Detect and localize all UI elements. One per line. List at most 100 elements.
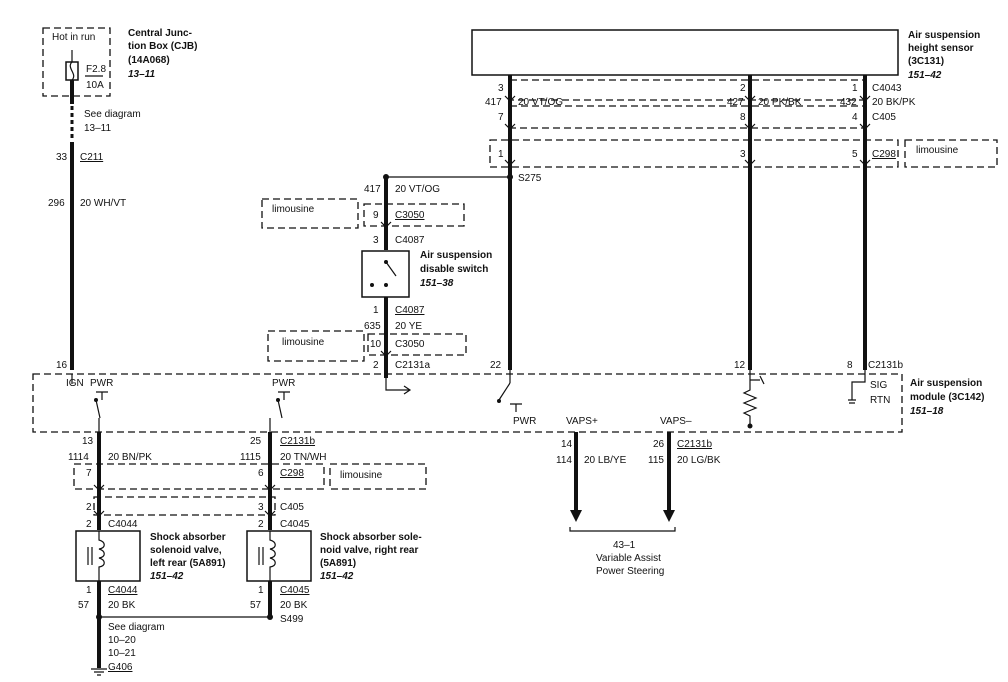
c2131b-connector-top: C2131b <box>868 360 903 371</box>
c4087-connector-bottom: C4087 <box>395 305 425 316</box>
hot-in-run-label: Hot in run <box>52 32 95 43</box>
module-name-line1: Air suspension <box>910 378 982 389</box>
c298-pin-1: 1 <box>498 149 504 160</box>
c405-pin-2: 2 <box>86 502 92 513</box>
circuit-417-color: 20 VT/OG <box>518 97 563 108</box>
c4044-pin-2-top: 2 <box>86 519 92 530</box>
disable-switch-name-line1: Air suspension <box>420 250 492 261</box>
right-valve-name-line3: (5A891) <box>320 558 356 569</box>
c4087-pin-1: 1 <box>373 305 379 316</box>
c211-connector: C211 <box>80 152 104 163</box>
circuit-57-left-color: 20 BK <box>108 600 136 611</box>
vaps-bracket <box>569 527 676 532</box>
c405-pin-3: 3 <box>258 502 264 513</box>
vaps-minus-arrow-icon <box>663 510 675 522</box>
vaps-destination-line2: Power Steering <box>596 566 664 577</box>
c405-pin-8: 8 <box>740 112 746 123</box>
circuit-432-color: 20 BK/PK <box>872 97 916 108</box>
c211-pin: 33 <box>56 152 68 163</box>
module-pin-12: 12 <box>734 360 746 371</box>
sig-label: SIG <box>870 380 887 391</box>
c3050-pin-10: 10 <box>370 339 382 350</box>
c4045-connector-top: C4045 <box>280 519 310 530</box>
vaps-destination-ref: 43–1 <box>613 540 636 551</box>
vaps-minus-label: VAPS– <box>660 416 692 427</box>
c2131b-connector-left: C2131b <box>280 436 315 447</box>
c4045-pin-2-top: 2 <box>258 519 264 530</box>
see-diagram-ground-label: See diagram <box>108 622 165 633</box>
height-sensor-name-line2: height sensor <box>908 43 974 54</box>
c298-connector-top: C298 <box>872 149 896 160</box>
left-valve-name-line2: solenoid valve, <box>150 545 222 556</box>
see-diagram-ground-ref2: 10–21 <box>108 648 136 659</box>
circuit-417-number: 417 <box>485 97 502 108</box>
branch-circuit-417: 417 <box>364 184 381 195</box>
c298-pin-7: 7 <box>86 468 92 479</box>
module-pin-16: 16 <box>56 360 68 371</box>
vaps-plus-label: VAPS+ <box>566 416 598 427</box>
c405-connector-bottom: C405 <box>280 502 304 513</box>
limousine-box-c3050-top <box>261 198 359 229</box>
height-sensor-page-ref: 151–42 <box>908 70 942 81</box>
left-valve-page-ref: 151–42 <box>150 571 184 582</box>
c2131a-pin-2: 2 <box>373 360 379 371</box>
switch-contact-icon <box>385 261 397 277</box>
module-pin-22: 22 <box>490 360 502 371</box>
circuit-635-number: 635 <box>364 321 381 332</box>
pwr-switch-icon <box>498 382 511 401</box>
disable-switch-name-line2: disable switch <box>420 264 488 275</box>
left-valve-name-line3: left rear (5A891) <box>150 558 226 569</box>
c4087-pin-3: 3 <box>373 235 379 246</box>
c298-connector-bottom: C298 <box>280 468 304 479</box>
c4044-connector-top: C4044 <box>108 519 138 530</box>
circuit-1115-number: 1115 <box>240 452 261 463</box>
limousine-label-c3050-bottom: limousine <box>282 337 325 348</box>
solenoid-coil-icon-right <box>258 531 276 581</box>
pwr-ground-left-icon <box>96 391 108 400</box>
circuit-296-color: 20 WH/VT <box>80 198 126 209</box>
circuit-57-right-number: 57 <box>250 600 262 611</box>
air-suspension-module[interactable] <box>32 373 903 433</box>
left-rear-shock-valve[interactable] <box>75 530 141 582</box>
circuit-635-color: 20 YE <box>395 321 422 332</box>
rtn-label: RTN <box>870 395 890 406</box>
c4045-connector-bottom: C4045 <box>280 585 310 596</box>
pwr-label-left: PWR <box>90 378 113 389</box>
disable-switch-page-ref: 151–38 <box>420 278 454 289</box>
vaps-destination-line1: Variable Assist <box>596 553 661 564</box>
circuit-427-number: 427 <box>727 97 744 108</box>
cjb-page-ref: 13–11 <box>128 69 156 80</box>
module-pin-8: 8 <box>847 360 853 371</box>
solenoid-coil-icon-left <box>87 531 105 581</box>
limousine-label-c3050-top: limousine <box>272 204 315 215</box>
right-valve-name-line1: Shock absorber sole- <box>320 532 422 543</box>
central-junction-box[interactable]: Hot in run F2.8 10A <box>42 27 111 97</box>
vaps-plus-arrow-icon <box>570 510 582 522</box>
c405-connector: C405 <box>872 112 896 123</box>
circuit-427-color: 20 PK/BK <box>758 97 802 108</box>
right-valve-name-line2: noid valve, right rear <box>320 545 418 556</box>
circuit-115-color: 20 LG/BK <box>677 455 721 466</box>
height-sensor-box[interactable] <box>471 29 899 76</box>
c298-pin-5: 5 <box>852 149 858 160</box>
limousine-box-c298-bottom <box>329 463 427 490</box>
right-rear-shock-valve[interactable] <box>246 530 312 582</box>
fuse-element-icon <box>69 61 75 81</box>
cjb-part-number: (14A068) <box>128 55 170 66</box>
module-page-ref: 151–18 <box>910 406 944 417</box>
c2131b-pin-25: 25 <box>250 436 262 447</box>
right-valve-page-ref: 151–42 <box>320 571 354 582</box>
c405-pin-7: 7 <box>498 112 504 123</box>
c4044-connector-bottom: C4044 <box>108 585 138 596</box>
cjb-name-line1: Central Junc- <box>128 28 192 39</box>
circuit-1114-color: 20 BN/PK <box>108 452 152 463</box>
cjb-name-line2: tion Box (CJB) <box>128 41 197 52</box>
circuit-114-number: 114 <box>556 455 572 466</box>
s275-splice: S275 <box>518 173 542 184</box>
circuit-115-number: 115 <box>648 455 664 466</box>
c2131a-connector: C2131a <box>395 360 430 371</box>
limousine-box-c3050-bottom <box>267 330 365 362</box>
air-suspension-disable-switch[interactable] <box>361 250 410 298</box>
c2131b-pin-26: 26 <box>653 439 665 450</box>
c4043-pin-1: 1 <box>852 83 858 94</box>
